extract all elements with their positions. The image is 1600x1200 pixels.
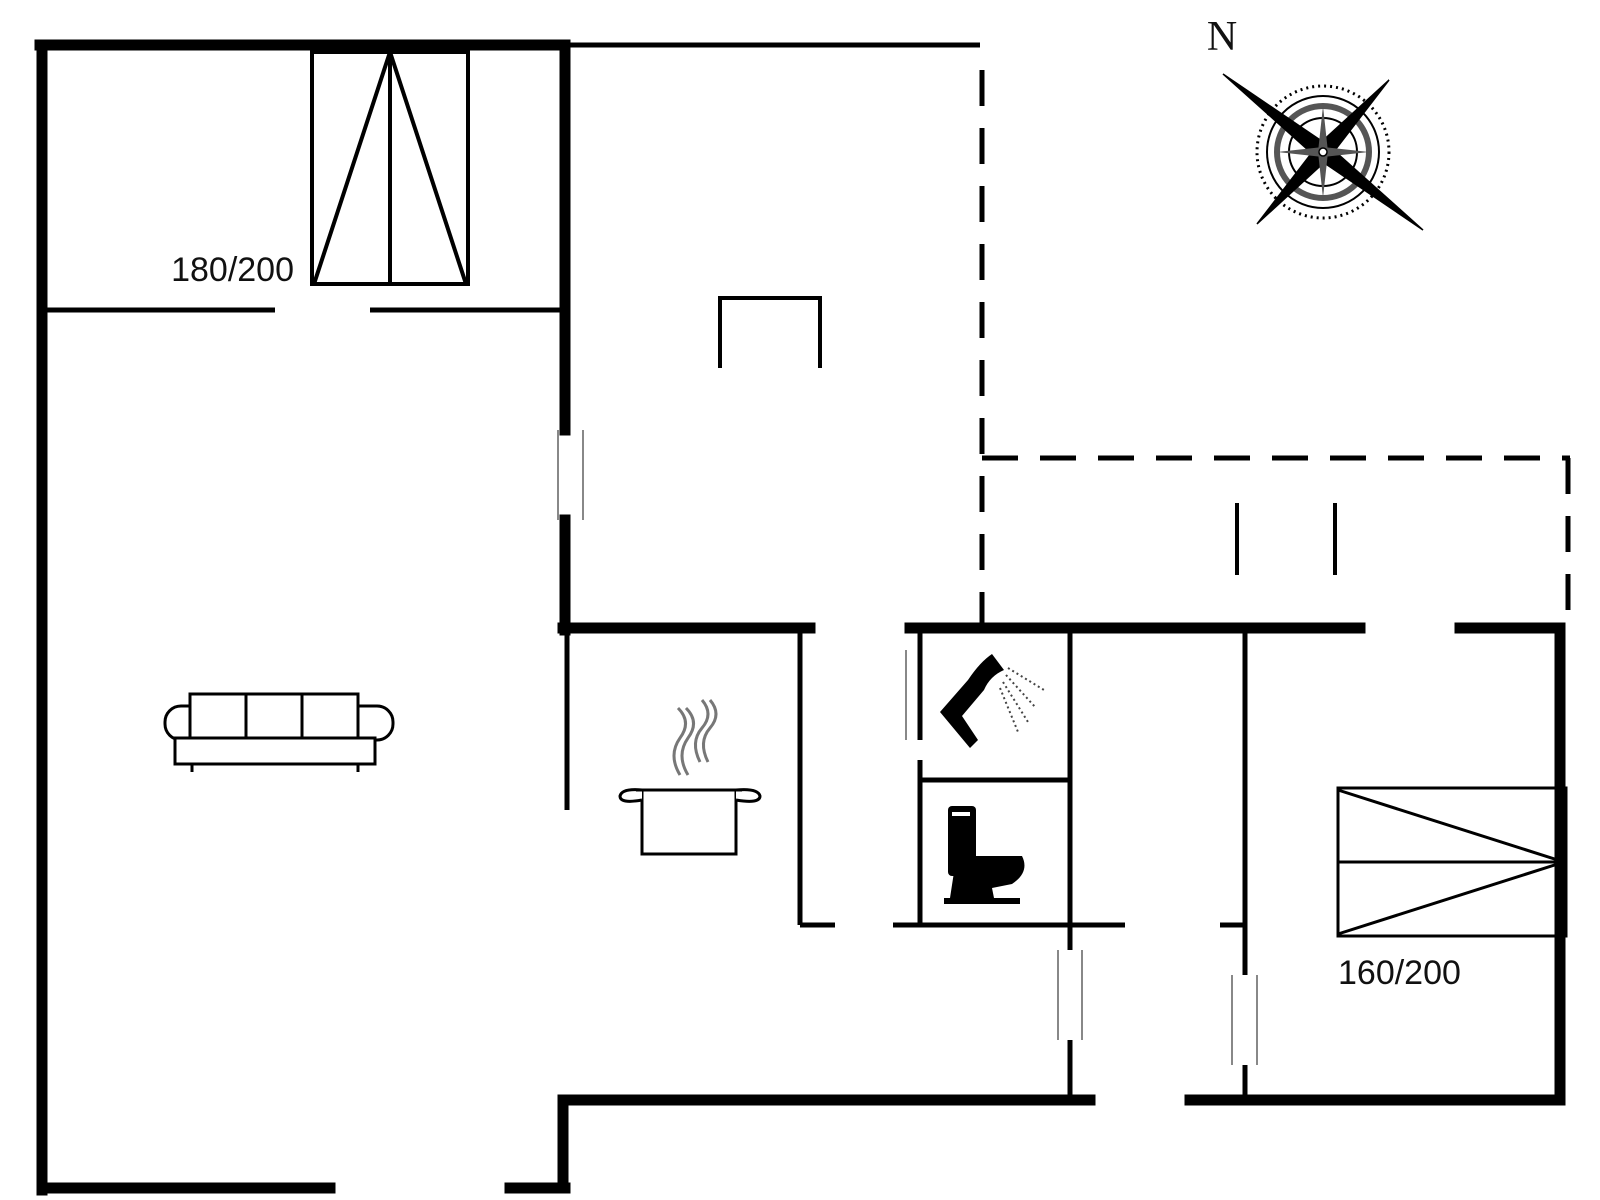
openings <box>557 430 1258 1065</box>
interior-walls <box>42 42 1248 1100</box>
steam-icon <box>672 699 718 776</box>
shower-icon <box>940 654 1045 748</box>
toilet-icon <box>944 806 1025 904</box>
exterior-walls <box>34 39 1566 1196</box>
annex-marks <box>1235 503 1337 575</box>
bed-size-label-bedroom-2: 160/200 <box>1338 954 1461 992</box>
dashed-boundary <box>979 70 1571 625</box>
compass-rose-icon <box>1222 73 1424 231</box>
north-label: N <box>1207 14 1237 60</box>
cooking-pot-icon <box>618 788 762 856</box>
double-bed-icon <box>1336 786 1568 938</box>
bed-size-label-bedroom-1: 180/200 <box>171 251 294 289</box>
sofa-icon <box>163 692 395 772</box>
double-bed-icon <box>310 50 470 286</box>
table-outline <box>718 296 822 368</box>
